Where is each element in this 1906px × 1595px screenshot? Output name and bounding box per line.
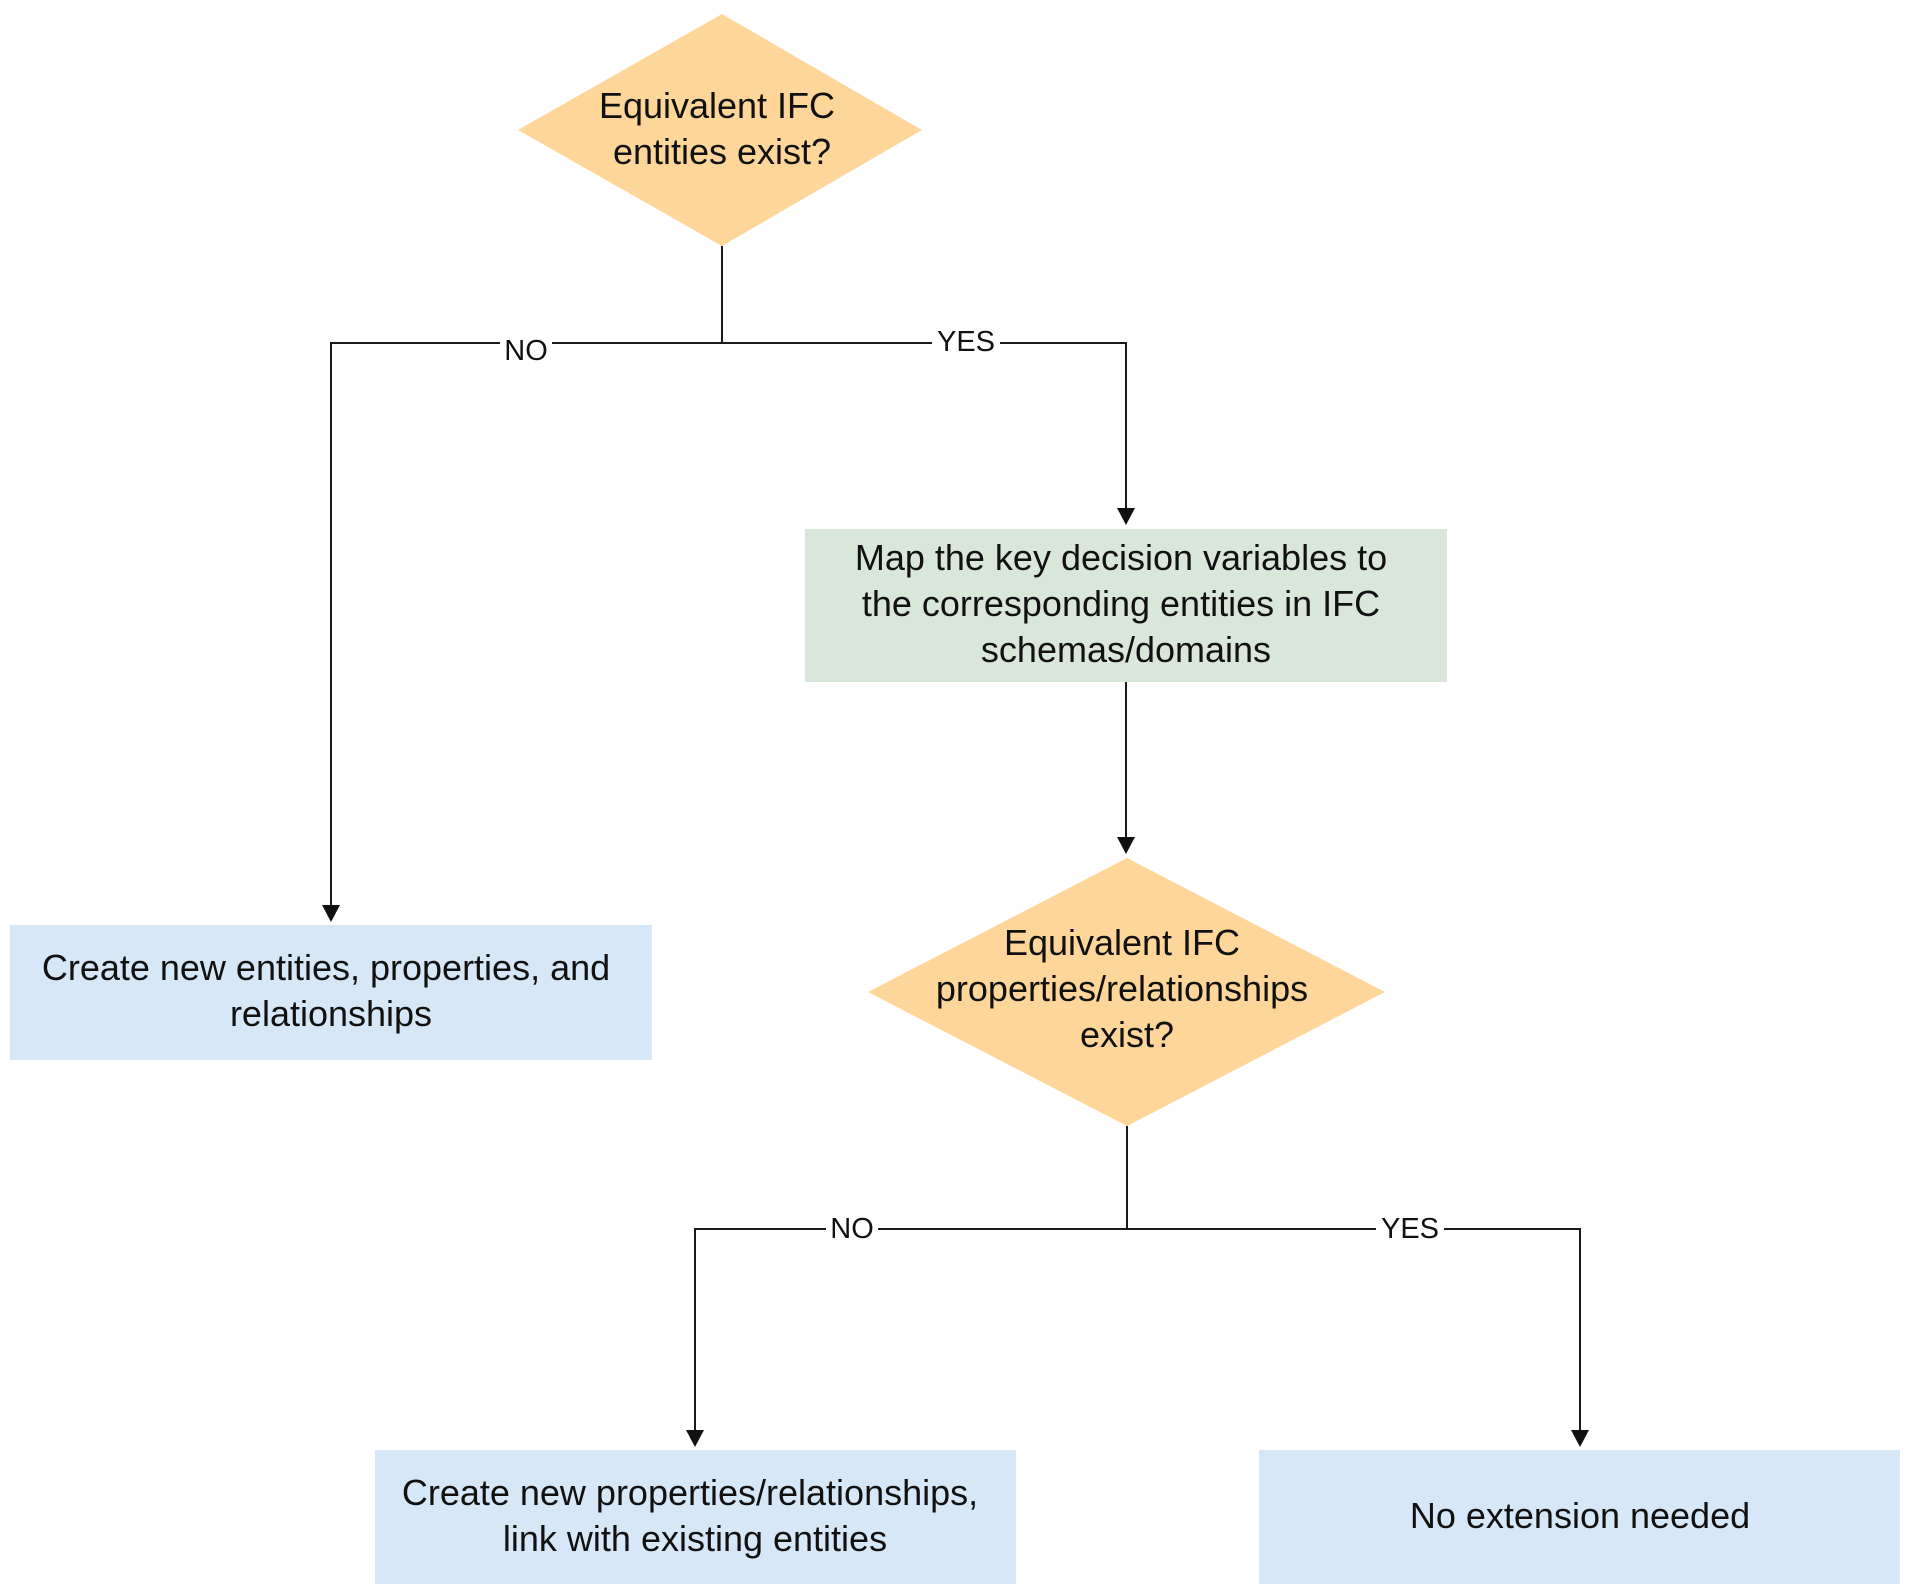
edge-label-entities-yes-text: YES xyxy=(937,326,995,358)
connector-entities-yes xyxy=(722,342,1127,509)
edge-label-entities-no-text: NO xyxy=(504,335,548,367)
decision-properties-label: Equivalent IFC properties/relationships … xyxy=(936,922,1318,1055)
decision-properties-label-line: properties/relationships xyxy=(936,968,1308,1009)
edge-label-entities-no: NO xyxy=(500,334,552,368)
decision-properties-label-line: Equivalent IFC xyxy=(1004,922,1240,963)
create-properties-label: Create new properties/relationships, lin… xyxy=(402,1472,988,1559)
create-properties-label-line: link with existing entities xyxy=(503,1518,887,1559)
edge-label-properties-yes: YES xyxy=(1376,1212,1444,1246)
arrowhead-map-to-decision xyxy=(1117,837,1135,854)
create-entities-label-line: Create new entities, properties, and xyxy=(42,947,610,988)
create-properties-label-line: Create new properties/relationships, xyxy=(402,1472,978,1513)
no-extension-label: No extension needed xyxy=(1410,1495,1750,1536)
connector-properties-yes xyxy=(1127,1228,1581,1431)
arrowhead-properties-yes xyxy=(1571,1430,1589,1447)
decision-entities-label: Equivalent IFC entities exist? xyxy=(599,85,845,172)
arrowhead-entities-yes xyxy=(1117,508,1135,525)
arrowhead-properties-no xyxy=(686,1430,704,1447)
create-entities-label-line: relationships xyxy=(230,993,432,1034)
no-extension-label-line: No extension needed xyxy=(1410,1495,1750,1536)
map-variables-box xyxy=(805,529,1447,682)
decision-properties-label-line: exist? xyxy=(1080,1014,1174,1055)
connector-properties-no xyxy=(694,1228,1127,1431)
map-variables-label-line: Map the key decision variables to xyxy=(855,537,1387,578)
edge-label-properties-no-text: NO xyxy=(830,1213,874,1245)
create-entities-label: Create new entities, properties, and rel… xyxy=(42,947,620,1034)
map-variables-label: Map the key decision variables to the co… xyxy=(855,537,1397,670)
decision-entities-label-line: entities exist? xyxy=(613,131,831,172)
no-extension-box xyxy=(1259,1450,1900,1584)
decision-entities-label-line: Equivalent IFC xyxy=(599,85,835,126)
arrowhead-entities-no xyxy=(322,905,340,922)
create-properties-box xyxy=(375,1450,1016,1584)
create-entities-box xyxy=(10,925,652,1060)
decision-properties-diamond xyxy=(868,858,1385,1126)
edge-label-entities-yes: YES xyxy=(932,325,1000,359)
decision-entities-diamond xyxy=(518,14,922,246)
edge-label-properties-yes-text: YES xyxy=(1381,1213,1439,1245)
map-variables-label-line: schemas/domains xyxy=(981,629,1271,670)
map-variables-label-line: the corresponding entities in IFC xyxy=(862,583,1380,624)
connector-entities-no xyxy=(330,342,722,906)
edge-label-properties-no: NO xyxy=(826,1212,878,1246)
